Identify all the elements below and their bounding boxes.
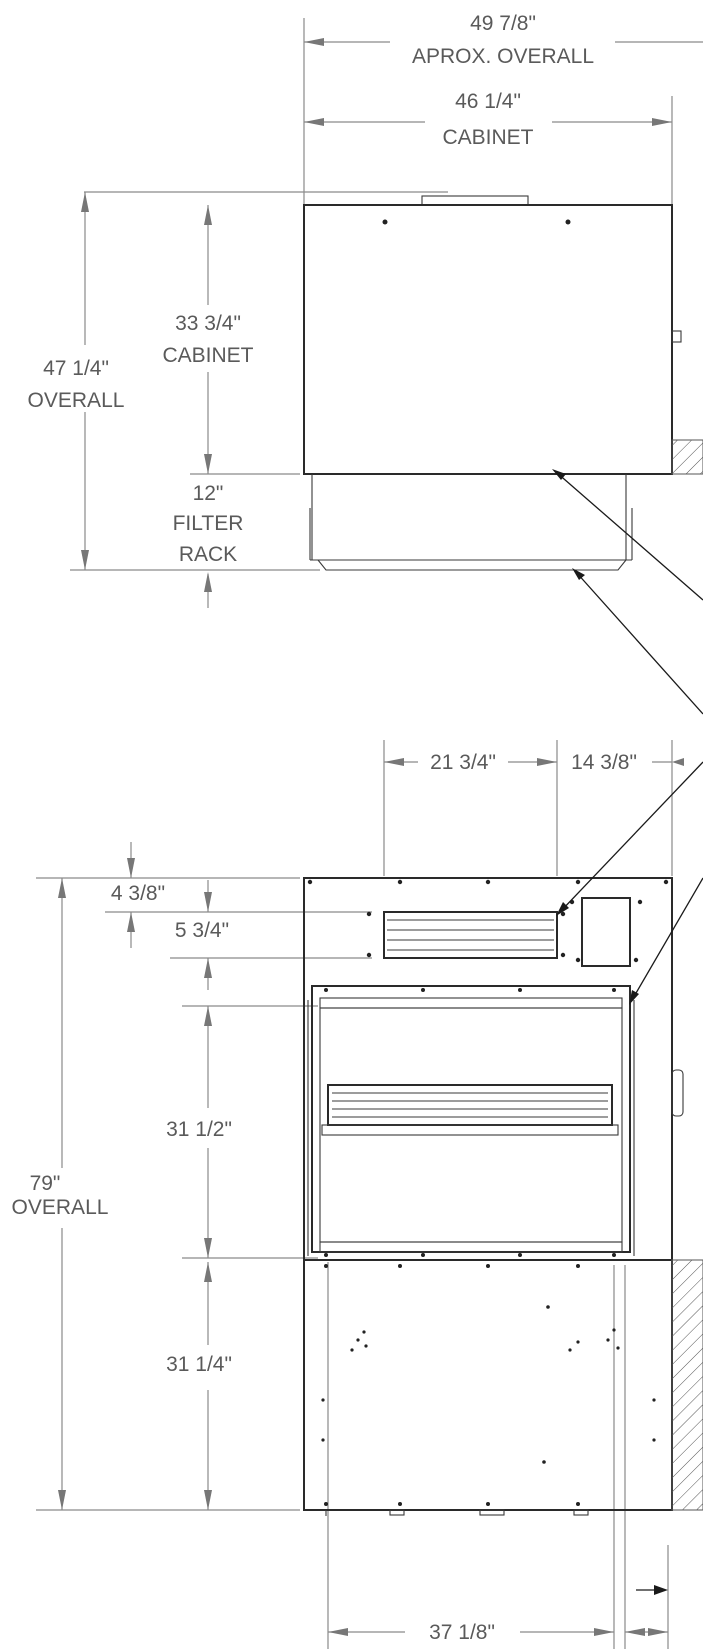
blower-grille xyxy=(321,1084,619,1136)
filter-rack-value: 12" xyxy=(193,482,224,505)
dim-cabinet-width: 46 1/4" CABINET xyxy=(304,90,672,149)
offset-b-value: 14 3/8" xyxy=(571,751,637,774)
cabinet-width-label: CABINET xyxy=(442,126,533,149)
overall-height-label: OVERALL xyxy=(28,389,125,412)
offset-a-value: 21 3/4" xyxy=(430,751,496,774)
dim-overall-width: 49 7/8" APROX. OVERALL xyxy=(304,12,703,68)
leader-lines-front xyxy=(556,761,703,1005)
top-cabinet-outline xyxy=(303,195,703,571)
supply-grille xyxy=(366,911,566,959)
lower-height-value: 31 1/4" xyxy=(166,1353,232,1376)
filter-rack-label-2: RACK xyxy=(179,543,237,566)
dim-offset-a: 21 3/4" xyxy=(384,751,557,774)
lower-panel xyxy=(321,1264,656,1516)
dim-overall-height: 47 1/4" OVERALL xyxy=(28,192,125,570)
dim-filter-rack: 12" FILTER RACK xyxy=(173,482,244,608)
filter-rack-label-1: FILTER xyxy=(173,512,244,535)
overall-height-value: 47 1/4" xyxy=(43,357,109,380)
dim-cabinet-height: 33 3/4" CABINET xyxy=(162,205,254,474)
cabinet-height-value: 33 3/4" xyxy=(175,312,241,335)
top-view: 49 7/8" APROX. OVERALL 46 1/4" CABINET 4… xyxy=(28,12,703,715)
dim-grille-height: 5 3/4" xyxy=(175,880,229,990)
front-overall-height-label: OVERALL xyxy=(12,1196,109,1219)
dim-offset-b: 14 3/8" xyxy=(571,751,684,774)
dim-front-overall-height: 79" OVERALL xyxy=(12,878,109,1510)
electrical-box xyxy=(569,897,643,967)
front-overall-height-value: 79" xyxy=(30,1172,61,1195)
front-cabinet-outline xyxy=(303,877,703,1511)
dim-bottom-width: 37 1/8" xyxy=(328,1585,668,1644)
front-view: 21 3/4" 14 3/8" 4 3/8" 5 3/4" xyxy=(12,740,703,1649)
return-opening-frame xyxy=(307,985,635,1257)
overall-width-label: APROX. OVERALL xyxy=(412,45,594,68)
top-gap-value: 4 3/8" xyxy=(111,882,165,905)
dim-opening-height: 31 1/2" xyxy=(166,1006,232,1258)
overall-width-value: 49 7/8" xyxy=(470,12,536,35)
dim-lower-height: 31 1/4" xyxy=(166,1262,232,1510)
dim-top-gap: 4 3/8" xyxy=(111,842,165,948)
grille-height-value: 5 3/4" xyxy=(175,919,229,942)
opening-height-value: 31 1/2" xyxy=(166,1118,232,1141)
cabinet-height-label: CABINET xyxy=(162,344,253,367)
bottom-width-value: 37 1/8" xyxy=(429,1621,495,1644)
leader-lines-top xyxy=(552,469,703,715)
cabinet-width-value: 46 1/4" xyxy=(455,90,521,113)
